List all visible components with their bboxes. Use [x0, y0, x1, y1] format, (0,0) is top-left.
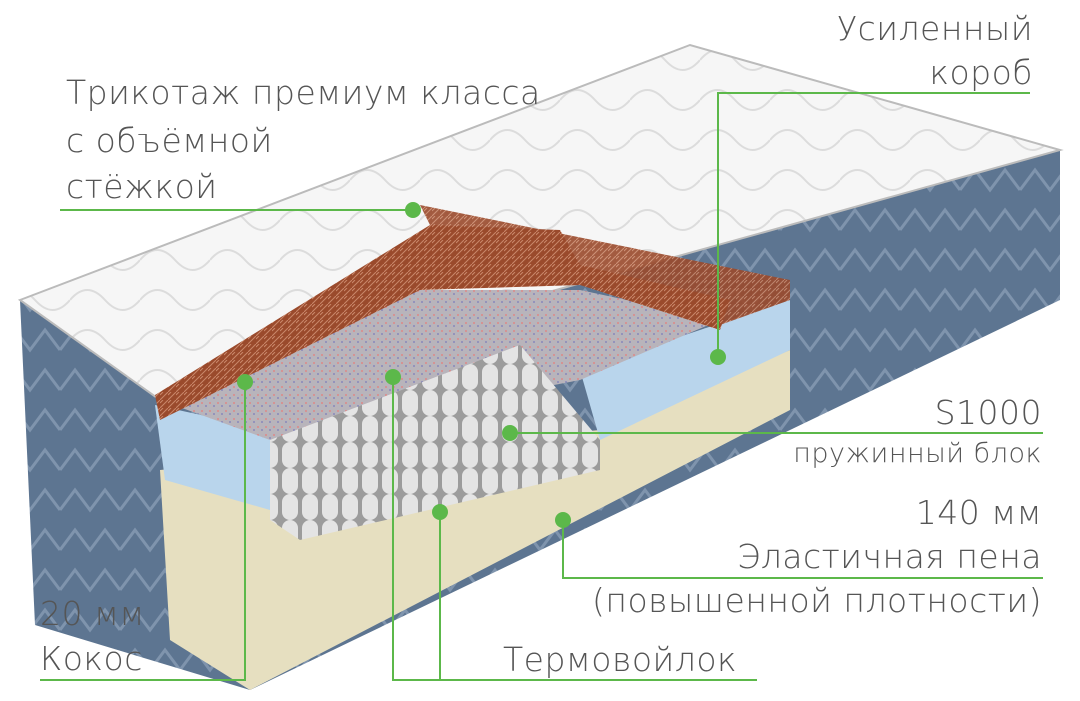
spring-label-2: пружинный блок [793, 438, 1042, 469]
foam-base-layer [160, 350, 790, 690]
fabric-label-1: Трикотаж премиум класса [66, 73, 541, 112]
box-label-1: Усиленный [836, 9, 1033, 48]
blue-foam-box [155, 405, 270, 510]
coir-box-top [420, 205, 790, 325]
foam-label-3: (повышенной плотности) [592, 581, 1042, 620]
fabric-label-3: стёжкой [66, 167, 218, 206]
box-label-2: короб [929, 53, 1033, 92]
felt-label: Термовойлок [503, 640, 738, 679]
mattress-top [17, 43, 1064, 402]
fabric-label-2: с объёмной [66, 121, 273, 160]
blue-foam-box-right [580, 300, 790, 440]
coconut-label-2: Кокос [40, 639, 143, 678]
coconut-label-1: 20 мм [40, 594, 145, 633]
foam-label-1: 140 мм [915, 493, 1042, 532]
spring-label-1: S1000 [934, 393, 1042, 432]
leader-lines [40, 92, 1043, 681]
felt-layer [160, 290, 720, 440]
leader-dots [237, 202, 726, 528]
spring-block [270, 345, 600, 540]
foam-label-2: Эластичная пена [737, 537, 1042, 576]
